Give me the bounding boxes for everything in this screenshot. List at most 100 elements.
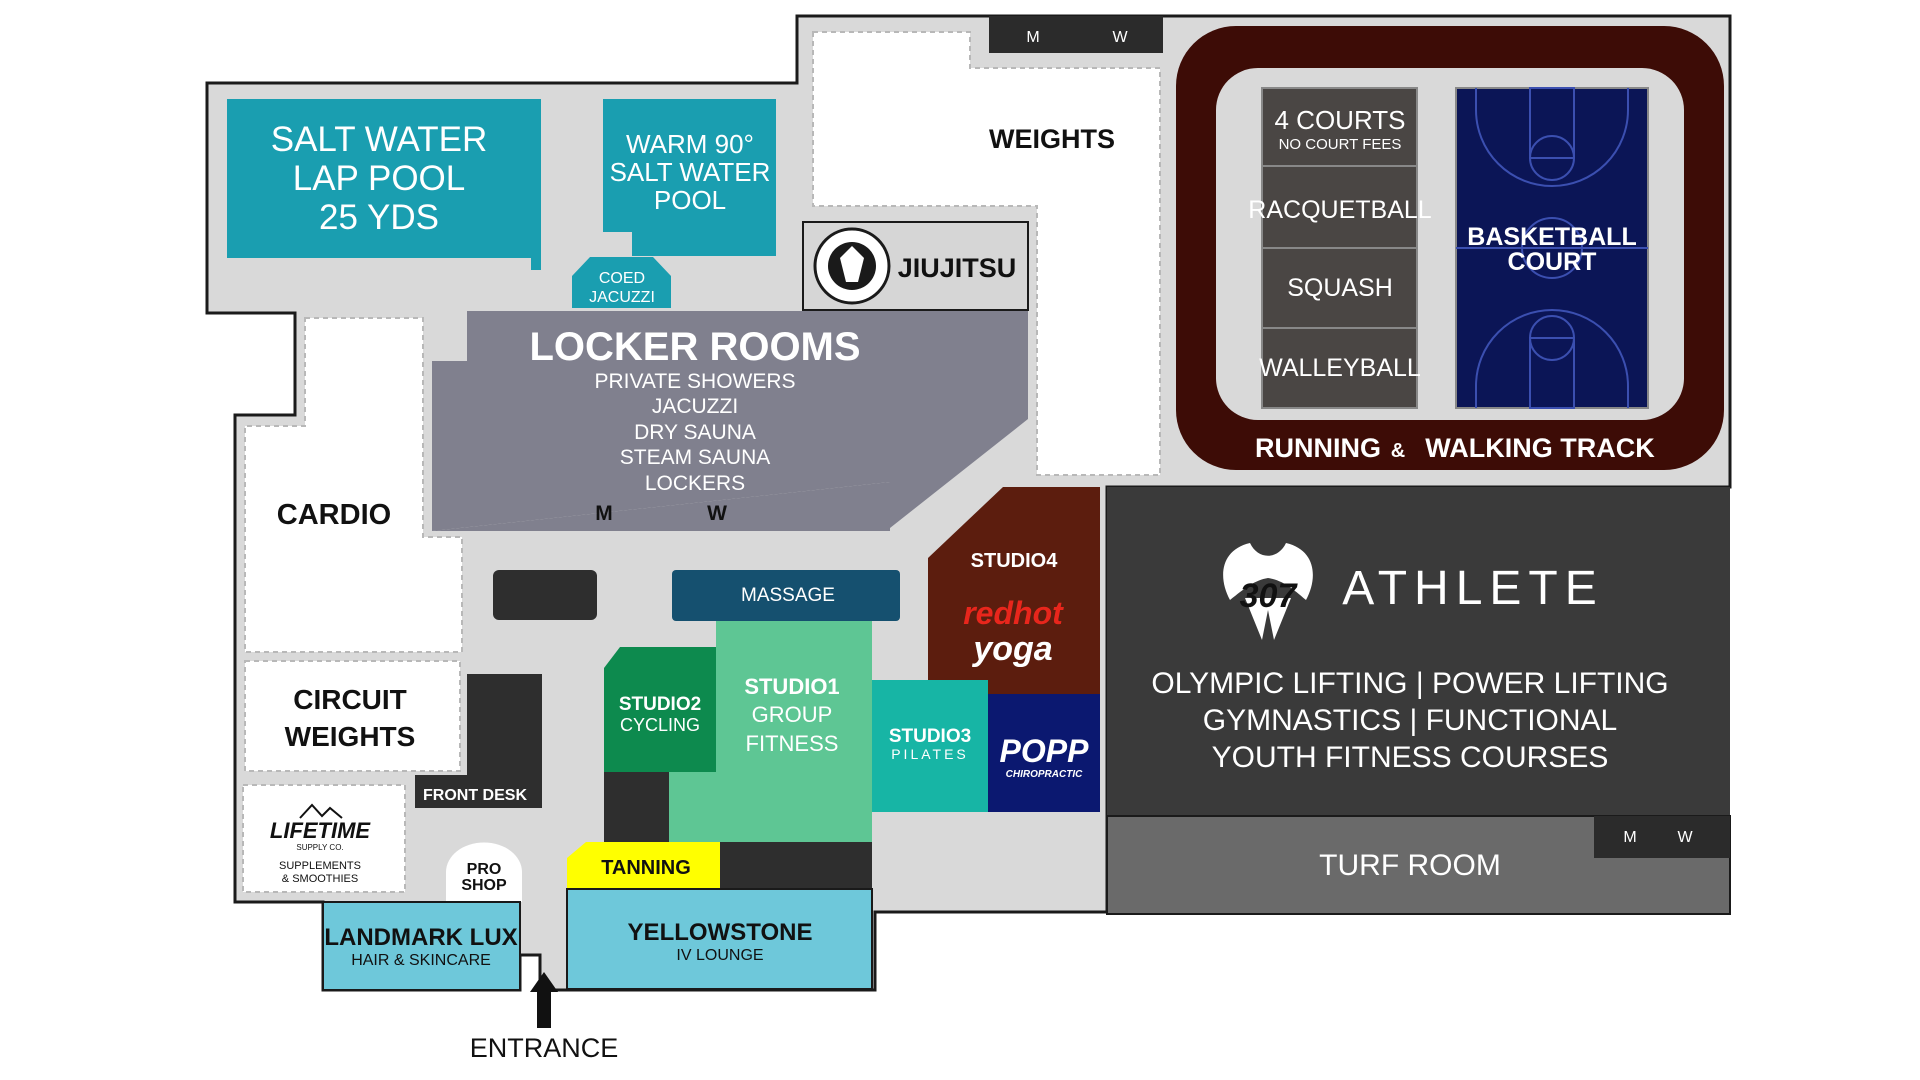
jacuzzi-line-1: COED — [599, 270, 645, 287]
pro-shop[interactable]: PRO SHOP — [446, 842, 522, 902]
warm-pool-line-1: WARM 90° — [626, 129, 754, 159]
landmark-lux-sub: HAIR & SKINCARE — [351, 952, 491, 969]
studio1-room[interactable]: STUDIO1 GROUP FITNESS — [669, 621, 872, 842]
top-restrooms[interactable]: M W — [989, 16, 1163, 53]
turf-restroom-w: W — [1677, 829, 1693, 846]
track-label-running: RUNNING — [1255, 433, 1381, 463]
lifetime-logo-text: LIFETIME — [270, 818, 372, 843]
athlete-line-2: GYMNASTICS | FUNCTIONAL — [1203, 704, 1618, 737]
warm-salt-water-pool[interactable]: WARM 90° SALT WATER POOL — [603, 99, 776, 256]
locker-rooms-title: LOCKER ROOMS — [529, 325, 860, 369]
jiujitsu-label: JIUJITSU — [898, 253, 1017, 283]
dark-block-left — [604, 772, 669, 842]
locker-item-jacuzzi: JACUZZI — [652, 395, 738, 418]
locker-item-dry-sauna: DRY SAUNA — [634, 421, 756, 444]
studio4-label: STUDIO4 — [971, 550, 1059, 572]
front-desk[interactable]: FRONT DESK — [415, 674, 542, 808]
athlete-logo-number: 307 — [1240, 577, 1299, 615]
turf-restroom-m: M — [1623, 829, 1636, 846]
weights-sub-label: WEIGHTS — [285, 721, 416, 752]
four-courts-cell[interactable] — [1261, 87, 1418, 167]
studio2-room[interactable]: STUDIO2 CYCLING — [604, 647, 716, 772]
warm-pool-line-3: POOL — [654, 185, 726, 215]
studio1-title: STUDIO1 — [744, 674, 839, 699]
no-court-fees-label: NO COURT FEES — [1279, 136, 1402, 153]
landmark-lux[interactable]: LANDMARK LUX HAIR & SKINCARE — [322, 901, 521, 991]
yellowstone-iv-lounge[interactable]: YELLOWSTONE IV LOUNGE — [566, 888, 873, 990]
four-courts-label: 4 COURTS — [1275, 105, 1406, 135]
athlete-room[interactable]: 307 ATHLETE OLYMPIC LIFTING | POWER LIFT… — [1107, 487, 1730, 816]
turf-restrooms[interactable]: M W — [1594, 816, 1730, 858]
athlete-line-3: YOUTH FITNESS COURSES — [1212, 741, 1609, 774]
squash-label: SQUASH — [1287, 274, 1393, 302]
racquetball-court[interactable] — [1261, 165, 1418, 249]
studio1-line-3: FITNESS — [746, 731, 839, 756]
entrance-arrow-icon — [530, 972, 558, 1028]
lap-pool-line-1: SALT WATER — [271, 120, 488, 159]
studio2-sub: CYCLING — [620, 715, 700, 735]
jiujitsu-room[interactable]: JIUJITSU — [802, 221, 1029, 311]
courts-block: 4 COURTS NO COURT FEES RACQUETBALL SQUAS… — [1248, 87, 1649, 409]
weights-label: WEIGHTS — [989, 124, 1115, 154]
locker-item-lockers: LOCKERS — [645, 472, 745, 495]
jacuzzi-line-2: JACUZZI — [589, 289, 655, 306]
studio1-line-2: GROUP — [752, 702, 833, 727]
circuit-weights-area: CIRCUIT WEIGHTS — [244, 660, 461, 772]
studio4-room[interactable]: STUDIO4 redhot yoga — [928, 487, 1100, 694]
yellowstone-title: YELLOWSTONE — [628, 919, 813, 946]
tanning-label: TANNING — [601, 857, 691, 879]
locker-rooms[interactable]: LOCKER ROOMS PRIVATE SHOWERS JACUZZI DRY… — [432, 311, 1028, 531]
mountain-icon — [299, 803, 343, 819]
locker-m-label: M — [595, 502, 613, 525]
studio3-title: STUDIO3 — [889, 726, 971, 747]
coed-jacuzzi[interactable]: COED JACUZZI — [572, 257, 671, 308]
entrance[interactable]: ENTRANCE — [470, 972, 619, 1063]
track-label-amp: & — [1391, 440, 1405, 462]
lap-pool-line-3: 25 YDS — [319, 198, 439, 237]
court-lines-icon — [1456, 87, 1648, 409]
warm-pool-line-2: SALT WATER — [610, 157, 771, 187]
racquetball-label: RACQUETBALL — [1248, 196, 1431, 224]
yoga-logo-text: yoga — [971, 630, 1052, 668]
top-restroom-m: M — [1026, 29, 1039, 46]
weights-area: WEIGHTS — [812, 31, 1161, 476]
athlete-title: ATHLETE — [1342, 562, 1603, 615]
turf-room-label: TURF ROOM — [1319, 849, 1501, 882]
lifetime-desc-1: SUPPLEMENTS — [279, 860, 361, 872]
athlete-line-1: OLYMPIC LIFTING | POWER LIFTING — [1151, 667, 1668, 700]
studio3-room[interactable]: STUDIO3 PILATES — [872, 680, 988, 812]
eagle-logo-icon — [1223, 543, 1313, 640]
locker-item-showers: PRIVATE SHOWERS — [594, 370, 795, 393]
pro-shop-line-1: PRO — [467, 861, 502, 878]
lifetime-desc-2: & SMOOTHIES — [282, 873, 358, 885]
entrance-label: ENTRANCE — [470, 1033, 619, 1063]
cardio-area: CARDIO — [244, 317, 463, 653]
locker-item-steam-sauna: STEAM SAUNA — [620, 446, 771, 469]
basketball-label-1: BASKETBALL — [1467, 223, 1636, 251]
lap-pool-line-2: LAP POOL — [293, 159, 466, 198]
top-restroom-w: W — [1112, 29, 1128, 46]
massage-label: MASSAGE — [741, 585, 835, 606]
lifetime-supply-area[interactable]: LIFETIME SUPPLY CO. SUPPLEMENTS & SMOOTH… — [242, 784, 406, 893]
basketball-label-2: COURT — [1508, 248, 1597, 276]
cardio-label: CARDIO — [277, 499, 391, 531]
salt-water-lap-pool[interactable]: SALT WATER LAP POOL 25 YDS — [227, 99, 541, 270]
front-desk-label: FRONT DESK — [423, 787, 527, 804]
popp-logo-text: POPP — [1000, 733, 1090, 769]
circuit-label: CIRCUIT — [293, 684, 407, 715]
yellowstone-sub: IV LOUNGE — [676, 947, 763, 964]
dark-block-right — [720, 842, 872, 889]
center-dark-block — [493, 570, 597, 620]
walleyball-court[interactable] — [1261, 327, 1418, 409]
locker-w-label: W — [707, 502, 727, 525]
squash-court[interactable] — [1261, 247, 1418, 329]
lifetime-sub-text: SUPPLY CO. — [296, 843, 343, 852]
basketball-court[interactable]: BASKETBALL COURT — [1455, 87, 1649, 409]
redhot-logo-text: redhot — [963, 595, 1064, 631]
massage-room[interactable]: MASSAGE — [672, 570, 900, 621]
track-label-walking: WALKING TRACK — [1425, 433, 1655, 463]
pro-shop-line-2: SHOP — [461, 877, 507, 894]
tanning-room[interactable]: TANNING — [567, 842, 720, 889]
popp-chiropractic[interactable]: POPP CHIROPRACTIC — [988, 694, 1100, 812]
